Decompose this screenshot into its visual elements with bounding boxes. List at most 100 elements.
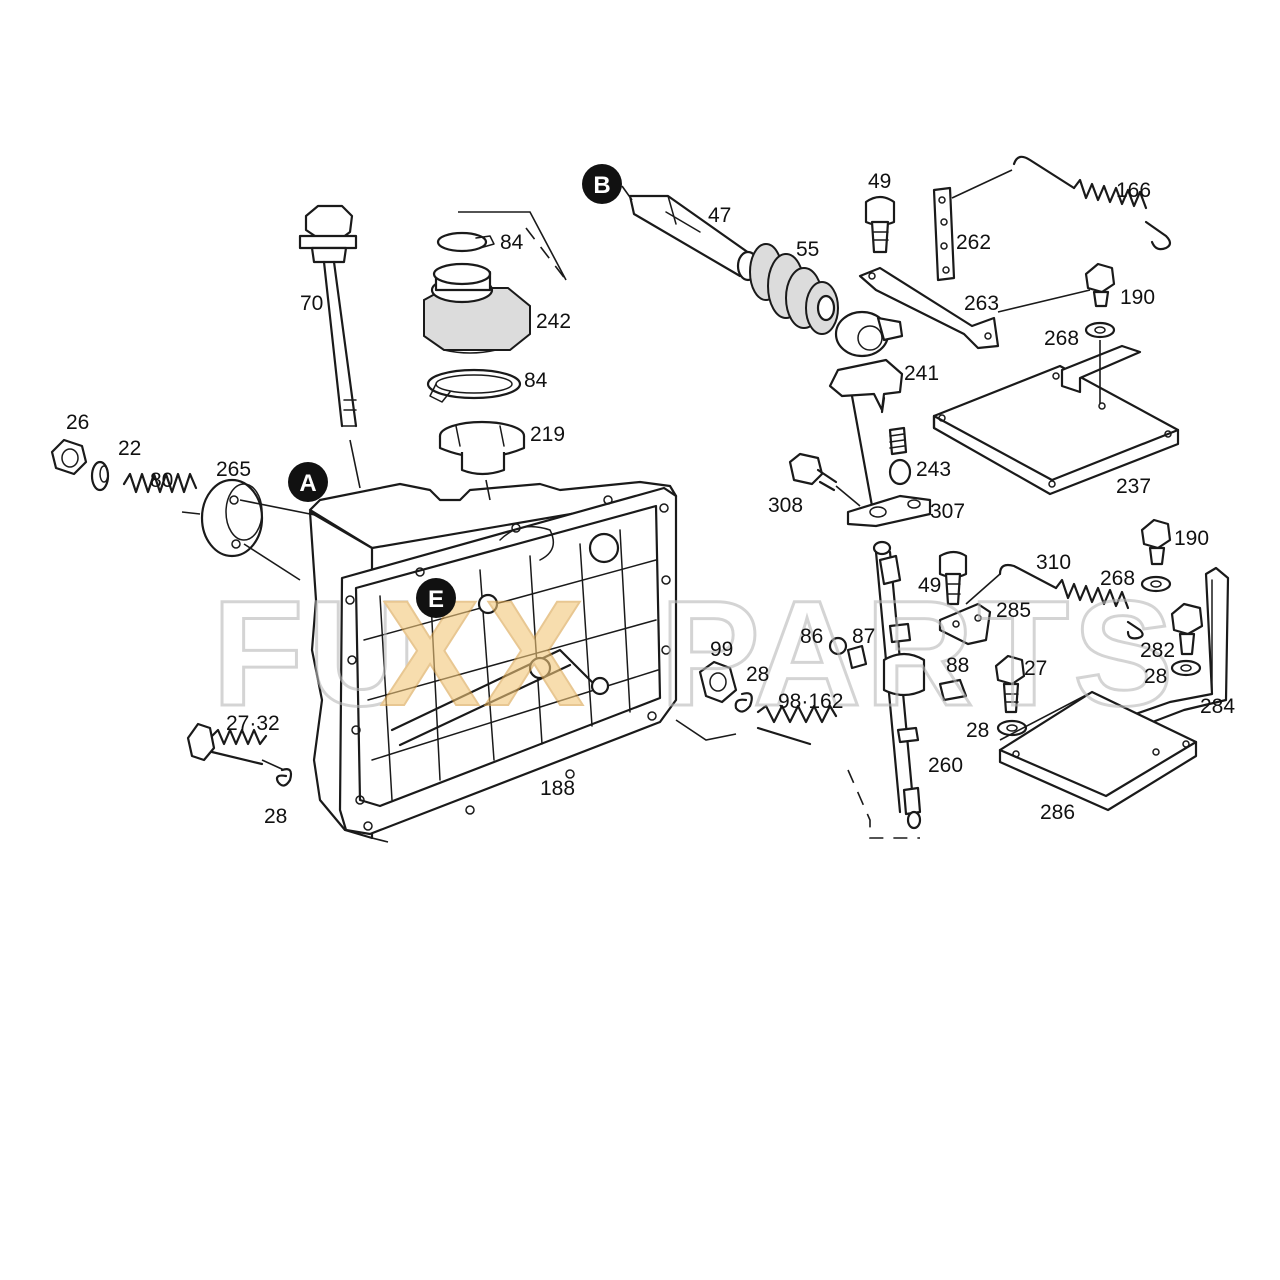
- watermark-parts: PARTS: [660, 569, 1177, 737]
- label-310: 310: [1036, 551, 1071, 574]
- hose-clamp-84-top: [436, 231, 495, 253]
- marker-e-text: E: [428, 586, 444, 613]
- label-28-left: 28: [264, 805, 287, 828]
- screw-49-low: [938, 550, 968, 606]
- fuxxparts-watermark: FU XX PARTS: [211, 568, 1177, 739]
- label-28-r1: 28: [1144, 665, 1167, 688]
- label-219: 219: [530, 423, 565, 446]
- label-84-mid: 84: [524, 369, 548, 392]
- watermark-xx: XX: [380, 569, 588, 737]
- marker-a-text: A: [299, 470, 316, 497]
- washer-268-low: [1140, 575, 1172, 593]
- bolt-190-low: [1140, 518, 1172, 566]
- spring-80: [122, 472, 201, 515]
- marker-b-text: B: [593, 172, 610, 199]
- spring-166: [1012, 155, 1172, 251]
- leader-b: [621, 185, 633, 201]
- label-88: 88: [946, 654, 969, 677]
- cover-plate-265: [200, 478, 321, 581]
- bolt-282: [1170, 602, 1204, 656]
- watermark-fu: FU: [212, 569, 420, 737]
- label-49-top: 49: [868, 170, 891, 193]
- bushing-87: [846, 644, 868, 670]
- leader-dashed-84: [525, 227, 567, 281]
- marker-e: E: [416, 578, 456, 618]
- label-243: 243: [916, 458, 951, 481]
- label-260: 260: [928, 754, 963, 777]
- washer-268-top: [1084, 321, 1116, 339]
- label-87: 87: [852, 625, 875, 648]
- label-166: 166: [1116, 179, 1151, 202]
- adapter-219: [438, 420, 526, 476]
- label-28-mid: 28: [746, 663, 769, 686]
- label-282: 282: [1140, 639, 1175, 662]
- label-284: 284: [1200, 695, 1235, 718]
- clip-28-mid: [734, 692, 753, 713]
- bolt-27-32: [186, 722, 285, 771]
- plate-262: [932, 169, 1013, 282]
- screw-49-top: [864, 195, 896, 254]
- pin-88: [938, 678, 968, 702]
- shaft-47: [628, 194, 760, 282]
- label-242: 242: [536, 310, 571, 333]
- label-265: 265: [216, 458, 251, 481]
- housing-188: [308, 480, 678, 843]
- filter-242: [423, 262, 531, 354]
- label-27: 27: [1024, 657, 1047, 680]
- spring-pin-243: [888, 426, 912, 486]
- label-26: 26: [66, 411, 89, 434]
- dipstick-70: [298, 204, 361, 489]
- label-28-r2: 28: [966, 719, 989, 742]
- label-22: 22: [118, 437, 141, 460]
- nut-26: [50, 438, 88, 476]
- washer-22: [90, 460, 110, 492]
- spring-310: [965, 563, 1144, 640]
- bracket-285: [938, 602, 992, 646]
- leader-dashed-260: [847, 769, 920, 839]
- label-86: 86: [800, 625, 823, 648]
- label-237: 237: [1116, 475, 1151, 498]
- clip-28-left: [275, 768, 293, 787]
- label-80: 80: [150, 469, 173, 492]
- label-27-32: 27·32: [226, 712, 280, 735]
- label-70: 70: [300, 292, 323, 315]
- leader-84-top: [458, 211, 567, 281]
- washer-28-r2: [996, 719, 1028, 737]
- washer-28-r1: [1170, 659, 1202, 677]
- bracket-307: [846, 494, 932, 528]
- label-285: 285: [996, 599, 1031, 622]
- spring-98-162: [756, 704, 838, 746]
- bolt-308: [788, 452, 861, 507]
- label-99: 99: [710, 638, 733, 661]
- marker-b: B: [582, 164, 622, 204]
- label-241: 241: [904, 362, 939, 385]
- hose-clamp-84-mid: [426, 368, 522, 403]
- label-308: 308: [768, 494, 803, 517]
- label-49-low: 49: [918, 574, 941, 597]
- label-190-top: 190: [1120, 286, 1155, 309]
- label-268-top: 268: [1044, 327, 1079, 350]
- label-263: 263: [964, 292, 999, 315]
- label-307: 307: [930, 500, 965, 523]
- label-47: 47: [708, 204, 731, 227]
- lever-263: [858, 266, 1091, 350]
- bolt-27: [994, 654, 1026, 714]
- boot-55: [749, 243, 839, 335]
- shift-rod-260: [872, 540, 926, 830]
- label-98-162: 98·162: [778, 690, 843, 713]
- nut-99: [698, 660, 738, 704]
- label-268-low: 268: [1100, 567, 1135, 590]
- plate-286: [998, 690, 1198, 812]
- label-286: 286: [1040, 801, 1075, 824]
- label-55: 55: [796, 238, 819, 261]
- label-188: 188: [540, 777, 575, 800]
- bolt-190-top: [1084, 262, 1116, 308]
- leader-housing-right: [675, 719, 737, 741]
- marker-a: A: [288, 462, 328, 502]
- part-labels: 26 22 80 265 70 84 242 84 219 27·32 28 1…: [66, 170, 1235, 828]
- leader-219: [485, 479, 491, 501]
- label-84-top: 84: [500, 231, 524, 254]
- plate-237: [932, 340, 1180, 496]
- lever-bracket-241: [828, 310, 904, 508]
